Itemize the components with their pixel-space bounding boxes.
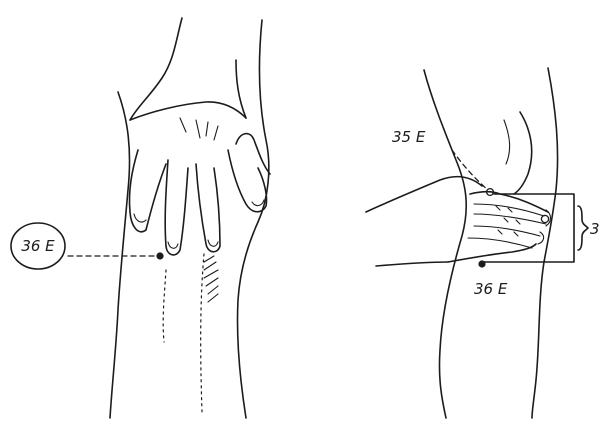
- right-leg-figure: 35 E 36 E 3: [366, 68, 599, 418]
- left-acupoint-dot: [156, 252, 163, 259]
- right-side-label: 3: [590, 220, 599, 238]
- right-knee-curve: [514, 112, 532, 194]
- right-lower-acupoint-dot: [478, 260, 485, 267]
- right-knee-contour: [504, 120, 510, 164]
- right-upper-leader: [452, 150, 488, 190]
- left-knee-figure: 36 E: [11, 18, 270, 418]
- right-finger-2: [474, 214, 546, 224]
- right-leg-outline-right: [532, 68, 558, 418]
- right-lower-label: 36 E: [474, 280, 508, 298]
- left-leg-trail: [163, 270, 166, 342]
- left-tibia-trail: [201, 254, 204, 412]
- left-knee-hatching: [204, 256, 218, 302]
- left-point-label: 36 E: [21, 237, 55, 255]
- right-forearm-bottom: [376, 262, 448, 266]
- right-finger-3: [474, 226, 540, 236]
- left-finger-2: [165, 160, 188, 255]
- right-fingertip-circle: [541, 215, 548, 222]
- left-leg-outline-right: [237, 20, 268, 418]
- right-upper-label: 35 E: [392, 128, 426, 146]
- left-leg-outline-left: [110, 92, 130, 418]
- right-forearm-top: [366, 177, 482, 212]
- left-hand-back: [130, 102, 246, 120]
- left-arm-outline: [130, 18, 182, 120]
- right-finger-4: [468, 238, 532, 248]
- right-leg-outline-left: [424, 70, 466, 418]
- left-finger-1: [129, 150, 166, 232]
- left-fingernails: [134, 200, 264, 248]
- right-knuckle-marks: [496, 206, 520, 236]
- left-hand-knuckles: [180, 118, 218, 140]
- left-arm-inner: [236, 60, 246, 118]
- right-brace: [578, 206, 588, 250]
- right-hand-palm: [448, 244, 536, 262]
- left-thumb: [236, 134, 270, 174]
- left-finger-3: [196, 164, 220, 252]
